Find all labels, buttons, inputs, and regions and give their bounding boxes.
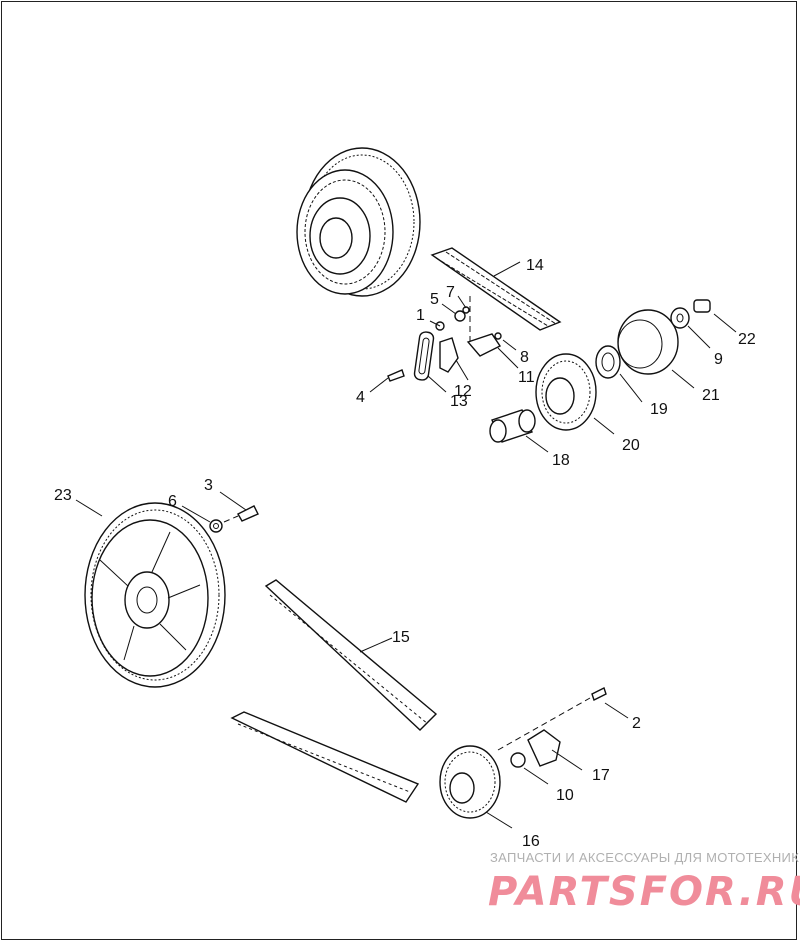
- watermark-brand: PARTSFOR.RU: [488, 869, 800, 915]
- callout-8: 8: [520, 349, 529, 366]
- callout-15: 15: [392, 629, 410, 646]
- watermark-tagline: ЗАПЧАСТИ И АКСЕССУАРЫ ДЛЯ МОТОТЕХНИКИ: [490, 850, 800, 865]
- primary-chain: [430, 247, 562, 331]
- callout-6: 6: [168, 493, 177, 510]
- callout-5: 5: [430, 291, 439, 308]
- drive-belt: [230, 579, 438, 803]
- callout-23: 23: [54, 487, 72, 504]
- compensator-assembly: [489, 299, 711, 443]
- leader-lines: [75, 261, 737, 829]
- transmission-sprocket: [439, 687, 607, 819]
- callout-7: 7: [446, 284, 455, 301]
- callout-9: 9: [714, 351, 723, 368]
- callout-16: 16: [522, 833, 540, 850]
- callout-17: 17: [592, 767, 610, 784]
- callout-20: 20: [622, 437, 640, 454]
- callout-19: 19: [650, 401, 668, 418]
- callout-3: 3: [204, 477, 213, 494]
- callout-22: 22: [738, 331, 756, 348]
- callout-18: 18: [552, 452, 570, 469]
- callout-11: 11: [518, 369, 535, 386]
- callout-21: 21: [702, 387, 720, 404]
- chain-adjuster: [387, 306, 502, 382]
- clutch-shell: [296, 147, 421, 297]
- callout-10: 10: [556, 787, 574, 804]
- callout-4: 4: [356, 389, 365, 406]
- rear-sprocket: [84, 502, 259, 688]
- callout-2: 2: [632, 715, 641, 732]
- callout-13: 13: [450, 393, 468, 410]
- callout-12: 12: [454, 383, 472, 400]
- callout-14: 14: [526, 257, 544, 274]
- callout-1: 1: [416, 307, 425, 324]
